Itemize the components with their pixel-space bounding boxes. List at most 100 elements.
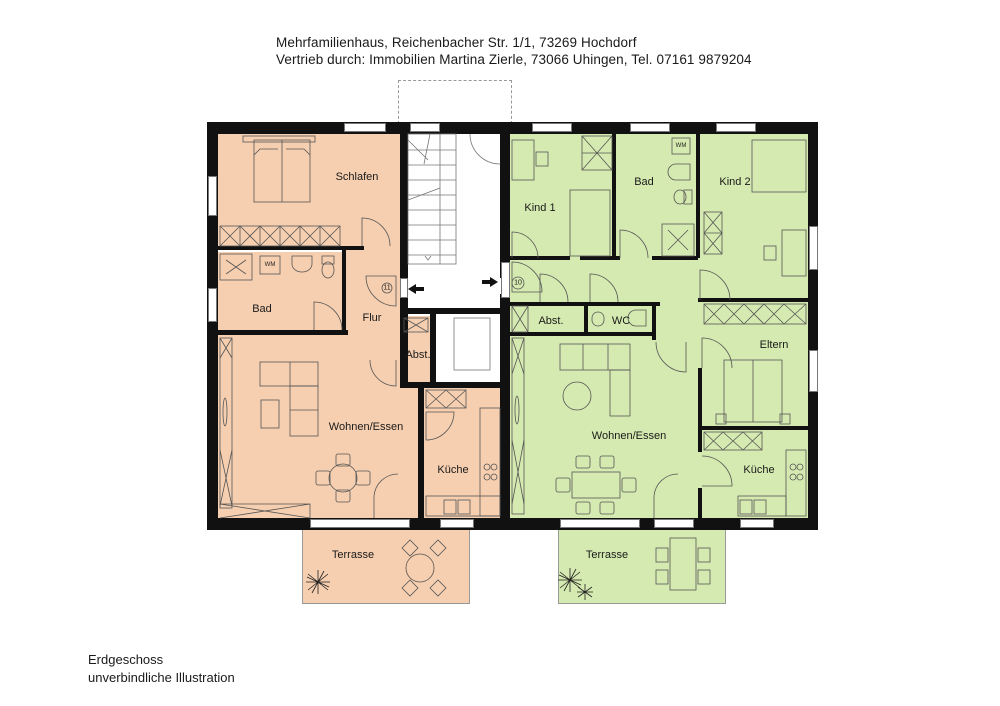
staircase-icon [407,133,457,265]
dining-table-icon [328,463,358,493]
tv-icon [222,397,228,427]
wall-kind1-bottom-b [580,256,620,260]
kitchen-counter-icon [425,389,501,517]
room-kind2 [698,134,808,300]
terrasse-11 [302,528,470,604]
window [716,123,756,132]
window [740,519,774,528]
header-agency: Vertrieb durch: Immobilien Martina Zierl… [276,52,752,67]
plant-icon [306,570,330,594]
wall-bad-right [342,248,346,334]
room-abst-10 [510,304,586,334]
wall-wc-right [652,302,656,340]
chair-icon [763,245,777,261]
wall-wc-bottom [510,332,656,336]
label-kind1: Kind 1 [524,202,556,214]
window [208,288,217,322]
label-terrasse-11: Terrasse [331,549,375,561]
label-wohnen-10: Wohnen/Essen [591,430,667,442]
entrance-door-10 [501,262,510,298]
patio-table-icon [669,537,697,591]
bed-headboard-icon [242,135,316,143]
wall-eltern-bottom [698,426,808,430]
sink-icon [667,163,691,181]
label-kind2: Kind 2 [719,176,751,188]
wall-stair-left [400,122,408,282]
door-swing-icon [361,217,391,247]
toilet-icon [591,311,605,327]
sofa-icon [259,361,319,387]
patio-table-icon [405,553,435,583]
kitchen-counter-icon [703,431,807,517]
wall-kueche-left [418,388,424,518]
label-kueche-11: Küche [437,464,469,476]
wardrobe-icon [703,303,807,325]
room-eltern [702,300,808,428]
label-wm-11: WM [264,262,276,268]
window [440,519,474,528]
sink-icon [627,309,647,327]
room-flur-10 [510,258,698,304]
wall-bad10-right [696,134,700,258]
label-flur: Flur [362,312,382,324]
window [809,226,818,270]
entrance-arrow-icon [408,277,498,294]
shower-icon [661,223,695,257]
wall-left [207,122,218,530]
toilet-icon [683,189,693,205]
unit-number-badge-icon [511,276,525,290]
elevator [446,312,498,378]
door-swing-icon [313,301,343,331]
coffee-table-icon [260,399,280,429]
window [344,123,386,132]
label-abst-11: Abst. [405,349,431,361]
wardrobe-icon [219,225,341,247]
wall-abst-bottom [400,382,500,388]
wall-schlafen-bottom [218,246,364,250]
toilet-icon [321,255,335,265]
single-bed-icon [569,189,611,257]
label-bad-10: Bad [634,176,654,188]
desk-icon [781,229,807,277]
wall-kueche10-left [698,488,702,518]
label-wohnen-11: Wohnen/Essen [328,421,404,433]
wall-kind1-right [612,134,616,258]
sofa-icon [559,343,631,371]
shower-icon [219,253,253,281]
wall-eltern-left [698,368,702,452]
entrance-door-11 [400,278,408,298]
entrance-canopy [398,80,512,124]
disclaimer: unverbindliche Illustration [88,670,235,685]
label-schlafen: Schlafen [335,171,379,183]
floor-label: Erdgeschoss [88,652,164,667]
terrace-door-11 [310,519,410,528]
plant-icon [558,568,593,600]
dining-table-icon [571,471,621,499]
window [532,123,572,132]
wall-abst-right [430,314,436,384]
header-address: Mehrfamilienhaus, Reichenbacher Str. 1/1… [276,35,637,50]
window [410,123,440,132]
window [630,123,670,132]
washing-machine-icon [671,137,691,155]
label-wm-10: WM [675,143,687,149]
wall-kind1-bottom [510,256,570,260]
label-bad-11: Bad [252,303,272,315]
tv-icon [514,395,520,425]
desk-icon [511,139,535,181]
sink-icon [291,255,313,273]
chair-icon [535,151,549,167]
label-wc: WC [611,315,631,327]
washing-machine-icon [259,255,281,275]
terrace-door-10 [560,519,640,528]
elevator-icon [453,317,491,371]
wall-bad-bottom [218,330,348,335]
wall-stair-left-b [400,296,408,388]
label-terrasse-10: Terrasse [585,549,629,561]
room-wohnen-10 [510,334,702,518]
unit-number-badge-icon [381,282,393,294]
label-eltern: Eltern [759,339,789,351]
wall-bad10-bottom [652,256,698,260]
